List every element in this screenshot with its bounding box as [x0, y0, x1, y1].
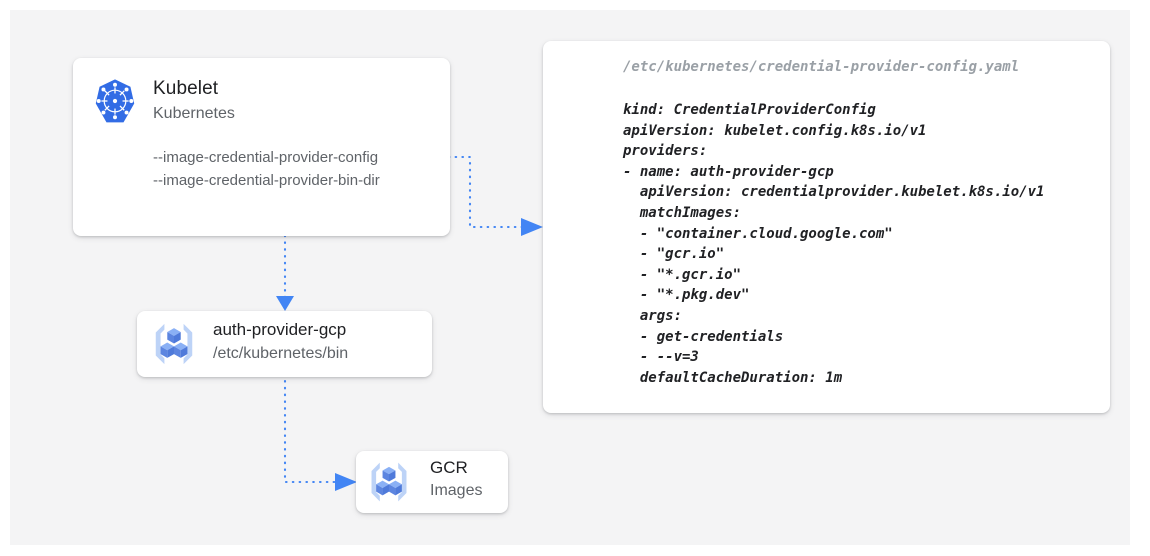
- kubelet-title: Kubelet: [153, 78, 219, 99]
- auth-provider-gcp-subtitle: /etc/kubernetes/bin: [213, 345, 349, 362]
- auth-provider-gcp-card[interactable]: auth-provider-gcp /etc/kubernetes/bin: [137, 311, 432, 377]
- kubernetes-wheel-icon: [95, 79, 135, 123]
- kubelet-card[interactable]: Kubelet Kubernetes --image-credential-pr…: [73, 58, 450, 236]
- kubelet-flag-image-credential-provider-bin-dir: --image-credential-provider-bin-dir: [153, 172, 380, 189]
- gcr-title: GCR: [430, 458, 468, 477]
- kubelet-subtitle: Kubernetes: [153, 105, 235, 122]
- kubelet-flag-image-credential-provider-config: --image-credential-provider-config: [153, 149, 379, 166]
- gcr-card[interactable]: GCR Images: [356, 451, 508, 513]
- container-registry-icon: [155, 323, 193, 365]
- auth-provider-gcp-title: auth-provider-gcp: [213, 320, 347, 339]
- gcr-subtitle: Images: [430, 482, 483, 499]
- credential-provider-config-panel: /etc/kubernetes/credential-provider-conf…: [543, 41, 1110, 413]
- container-registry-icon: [371, 462, 407, 502]
- yaml-filename-label: /etc/kubernetes/credential-provider-conf…: [623, 59, 1020, 75]
- yaml-content: kind: CredentialProviderConfig apiVersio…: [623, 102, 1045, 386]
